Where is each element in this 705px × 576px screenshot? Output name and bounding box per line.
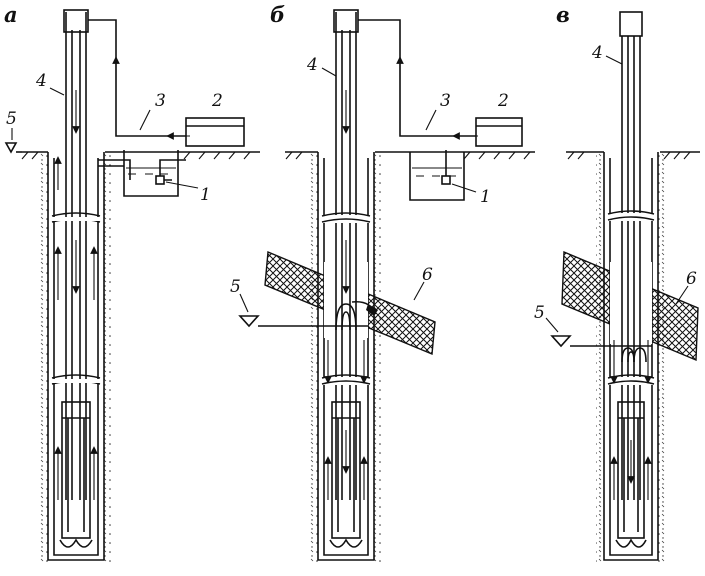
water-level-marker: [4, 142, 18, 154]
tank: [123, 150, 179, 197]
wellhead: [333, 9, 359, 33]
control-line: [358, 19, 476, 137]
label-5: 5: [6, 109, 17, 129]
label-4: 4: [306, 55, 318, 75]
wellhead: [619, 11, 643, 37]
label-3: 3: [440, 91, 451, 111]
casing: [609, 158, 653, 556]
panel-letter-b: б: [270, 2, 285, 27]
panel-c: в 4: [534, 2, 700, 564]
pump-base: [59, 538, 93, 548]
controller-unit: [475, 117, 523, 147]
label-6: 6: [686, 269, 697, 289]
label-5: 5: [230, 277, 241, 297]
water-level-marker: [550, 335, 572, 348]
control-line: [88, 19, 186, 137]
label-6: 6: [422, 265, 433, 285]
label-3: 3: [155, 91, 166, 111]
overflow-pipe: [98, 159, 131, 180]
casing: [323, 158, 369, 556]
bore-wall-left: [40, 152, 48, 564]
submersible-pump: [617, 401, 645, 539]
tubing: [335, 12, 357, 500]
float-sensor: [441, 175, 451, 185]
submersible-pump: [61, 401, 91, 539]
bore-outline: [603, 152, 659, 561]
label-1: 1: [480, 187, 491, 207]
controller-unit: [185, 117, 245, 147]
wellhead: [63, 9, 89, 33]
ground-hatching: [21, 151, 251, 160]
float-sensor: [155, 175, 165, 185]
panel-b: б: [230, 2, 535, 564]
label-1: 1: [200, 185, 211, 205]
label-2: 2: [497, 91, 509, 111]
bore-outline: [47, 152, 105, 561]
tubing: [621, 36, 641, 500]
tank: [409, 152, 465, 201]
tubing: [65, 12, 87, 500]
label-4: 4: [591, 43, 603, 63]
bore-outline: [317, 152, 375, 561]
return-loop: [335, 303, 357, 331]
casing: [53, 158, 99, 556]
panel-a: а: [4, 2, 260, 564]
label-5: 5: [534, 303, 545, 323]
submersible-pump: [331, 401, 361, 539]
bore-wall-right: [104, 152, 112, 564]
label-2: 2: [211, 91, 223, 111]
panel-letter-c: в: [556, 2, 570, 27]
water-level-marker: [238, 315, 260, 328]
panel-letter-a: а: [4, 2, 18, 27]
label-4: 4: [35, 71, 47, 91]
